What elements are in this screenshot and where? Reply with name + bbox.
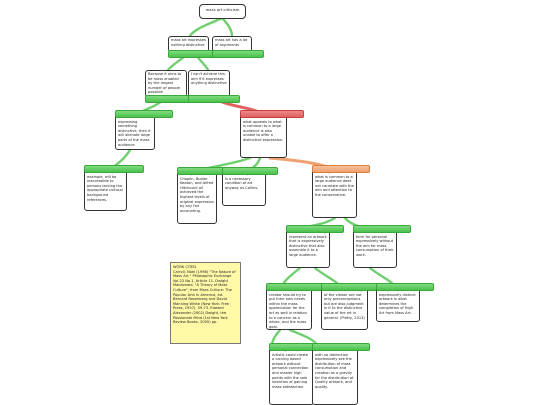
- node-what-appeals[interactable]: What appeals to what is common to a larg…: [312, 168, 357, 218]
- node-tab: [312, 165, 370, 173]
- node-principal-distinct[interactable]: The principal of expressively distinct a…: [376, 286, 420, 322]
- node-tab: [266, 283, 324, 291]
- node-tab: [84, 165, 144, 173]
- node-tab: [353, 225, 411, 233]
- node-crude-humour[interactable]: crude humour, for example, will be inacc…: [84, 168, 127, 211]
- node-cant-achieve[interactable]: I can't achieve this aim if it expresses…: [188, 70, 230, 97]
- node-mass-prints-represent[interactable]: The Mass Prints they represent an artwor…: [286, 228, 330, 268]
- connector-root-n1: [188, 16, 224, 38]
- node-personal-feeling[interactable]: The "personal feeling" of the viewer are…: [321, 286, 368, 330]
- node-selective-expression[interactable]: Selective expression is a necessary cond…: [222, 170, 266, 206]
- node-far-from-clear[interactable]: It is far from clear that what appeals t…: [240, 113, 287, 158]
- node-tab: [222, 167, 278, 175]
- works-cited-note[interactable]: WORK CITED Carroll, Noel (1998) "The Nat…: [170, 262, 241, 344]
- node-mass-prints-absorb[interactable]: Mass Prints absorbs form for personal ex…: [353, 228, 397, 268]
- node-tab: [212, 50, 264, 58]
- node-tab: [115, 110, 173, 118]
- node-tab: [286, 225, 344, 233]
- node-tab: [240, 110, 304, 118]
- node-emotions-creator[interactable]: The emotions of the creator should try t…: [266, 286, 312, 330]
- node-tab: [312, 343, 370, 351]
- node-aims-mass[interactable]: Because it aims to be mass enabled by th…: [145, 70, 187, 97]
- node-tab: [376, 283, 434, 291]
- node-tab: [188, 95, 240, 103]
- node-tab: [321, 283, 379, 291]
- node-widely-accepted[interactable]: A widely accepted Artistic could create …: [269, 346, 314, 405]
- node-alienate-audience[interactable]: Are artists expressing something distinc…: [115, 113, 155, 150]
- node-film-examples[interactable]: In film, Charlie Chaplin, Buster Keaton,…: [177, 170, 217, 224]
- root-node[interactable]: mass art criticism: [199, 4, 246, 19]
- connector-root-n2: [220, 16, 234, 38]
- node-those-artistic[interactable]: Those Artistic Mass with no distinction …: [312, 346, 358, 405]
